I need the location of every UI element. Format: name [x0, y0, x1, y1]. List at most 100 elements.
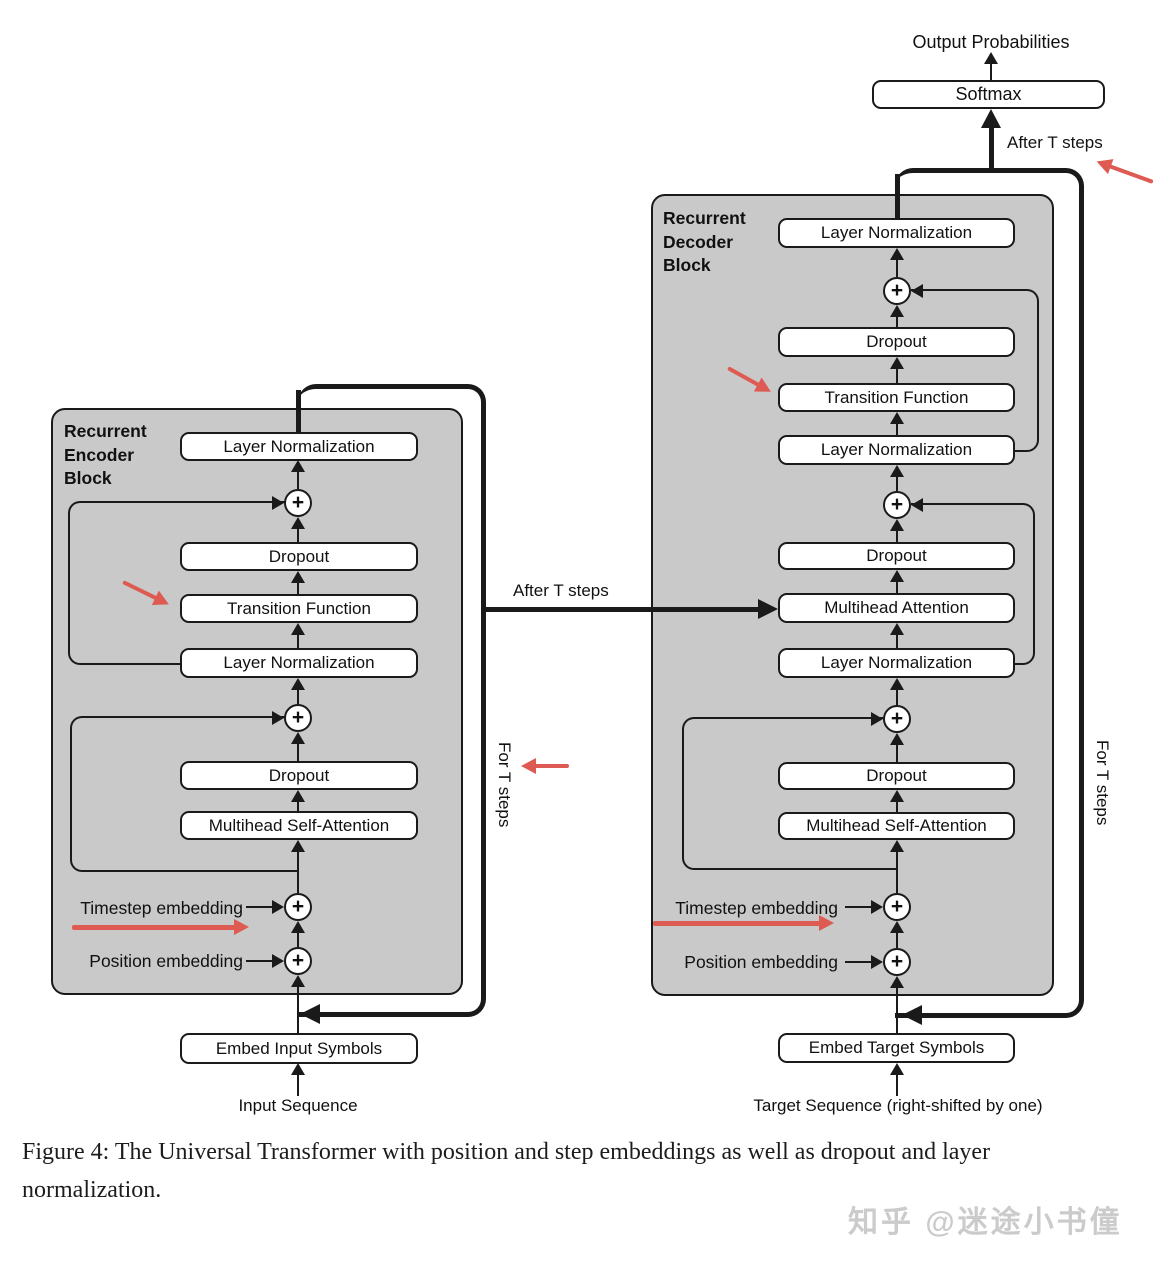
- after-t-steps-branch-arrowhead-icon: [758, 599, 778, 619]
- encoder-dropout-bottom-box: Dropout: [180, 761, 418, 790]
- softmax-box: Softmax: [872, 80, 1105, 109]
- encoder-flow-line: [297, 800, 299, 811]
- encoder-residual-upper-line: [68, 501, 298, 665]
- encoder-flow-line: [297, 470, 299, 489]
- plus-icon: +: [291, 948, 305, 972]
- encoder-layer-norm-top-label: Layer Normalization: [223, 436, 375, 456]
- encoder-self-attention-box: Multihead Self-Attention: [180, 811, 418, 840]
- decoder-block-title: Recurrent Decoder Block: [663, 207, 746, 278]
- encoder-add-timestep: +: [284, 893, 312, 921]
- encoder-position-arrow-line: [246, 960, 274, 962]
- encoder-flow-arrowhead-icon: [291, 571, 305, 583]
- after-t-steps-mid-label: After T steps: [513, 581, 609, 600]
- encoder-dropout-bottom-label: Dropout: [268, 765, 330, 785]
- figure-caption-line1: Figure 4: The Universal Transformer with…: [22, 1139, 991, 1165]
- decoder-position-label: Position embedding: [684, 952, 838, 972]
- decoder-embed-label: Embed Target Symbols: [808, 1038, 985, 1057]
- decoder-embed-box: Embed Target Symbols: [778, 1033, 1015, 1063]
- decoder-flow-arrowhead-icon: [890, 790, 904, 802]
- decoder-layer-norm-bottom-box: Layer Normalization: [778, 648, 1015, 678]
- recurrent-encoder-block: [51, 408, 463, 995]
- decoder-position-arrowhead-icon: [871, 955, 883, 969]
- encoder-add-position: +: [284, 947, 312, 975]
- decoder-add-3: +: [883, 705, 911, 733]
- encoder-loop-arrowhead-icon: [300, 1004, 320, 1024]
- encoder-flow-line: [297, 742, 299, 761]
- encoder-flow-arrowhead-icon: [291, 1063, 305, 1075]
- encoder-flow-line: [297, 850, 299, 893]
- decoder-layer-norm-bottom-label: Layer Normalization: [820, 653, 973, 672]
- encoder-position-arrowhead-icon: [272, 954, 284, 968]
- after-t-steps-top-label: After T steps: [1007, 133, 1103, 152]
- decoder-flow-arrowhead-icon: [890, 840, 904, 852]
- annotation-arrowhead-for-t-steps-icon: [521, 758, 536, 774]
- plus-icon: +: [890, 949, 904, 973]
- decoder-flow-arrowhead-icon: [890, 519, 904, 531]
- decoder-add-timestep: +: [883, 893, 911, 921]
- decoder-flow-arrowhead-icon: [890, 465, 904, 477]
- encoder-title-line3: Block: [64, 468, 112, 488]
- decoder-flow-arrowhead-icon: [890, 623, 904, 635]
- encoder-flow-line: [297, 527, 299, 542]
- encoder-dropout-top-box: Dropout: [180, 542, 418, 571]
- decoder-flow-line: [896, 422, 898, 435]
- encoder-input-label: Input Sequence: [238, 1096, 358, 1115]
- encoder-add-1: +: [284, 489, 312, 517]
- annotation-arrowhead-encoder-timestep-icon: [234, 919, 249, 935]
- decoder-position-arrow-line: [845, 961, 873, 963]
- annotation-arrow-decoder-timestep-line: [653, 921, 821, 926]
- decoder-residual-lower-arrowhead-icon: [871, 712, 883, 726]
- decoder-add-position: +: [883, 948, 911, 976]
- encoder-self-attention-label: Multihead Self-Attention: [208, 815, 390, 835]
- decoder-dropout-bottom-box: Dropout: [778, 762, 1015, 790]
- decoder-loop-arrowhead-icon: [902, 1005, 922, 1025]
- encoder-flow-line: [297, 1073, 299, 1096]
- decoder-flow-line: [896, 633, 898, 648]
- decoder-flow-arrowhead-icon: [890, 733, 904, 745]
- encoder-flow-line: [297, 985, 299, 1033]
- decoder-input-label: Target Sequence (right-shifted by one): [753, 1096, 1043, 1115]
- encoder-flow-arrowhead-icon: [291, 460, 305, 472]
- decoder-flow-line: [896, 743, 898, 762]
- decoder-cross-attention-label: Multihead Attention: [824, 598, 969, 617]
- decoder-timestep-label: Timestep embedding: [675, 898, 838, 918]
- decoder-flow-line: [896, 931, 898, 948]
- decoder-dropout-mid-label: Dropout: [866, 546, 927, 565]
- encoder-timestep-arrowhead-icon: [272, 900, 284, 914]
- decoder-cross-attention-box: Multihead Attention: [778, 593, 1015, 623]
- encoder-timestep-label: Timestep embedding: [80, 898, 243, 918]
- encoder-flow-line: [297, 688, 299, 704]
- decoder-self-attention-box: Multihead Self-Attention: [778, 812, 1015, 840]
- decoder-flow-line: [896, 529, 898, 542]
- decoder-layer-norm-mid-label: Layer Normalization: [820, 440, 973, 459]
- output-probabilities-label: Output Probabilities: [912, 32, 1070, 52]
- decoder-dropout-top-label: Dropout: [866, 332, 927, 351]
- decoder-transition-function-label: Transition Function: [824, 387, 969, 407]
- figure-caption-line2: normalization.: [22, 1177, 162, 1203]
- decoder-timestep-arrow-line: [845, 906, 873, 908]
- encoder-add-2: +: [284, 704, 312, 732]
- encoder-flow-arrowhead-icon: [291, 623, 305, 635]
- encoder-flow-line: [297, 931, 299, 947]
- annotation-arrowhead-icon: [1093, 153, 1114, 175]
- decoder-flow-line: [896, 1073, 898, 1096]
- decoder-add-1: +: [883, 277, 911, 305]
- encoder-transition-function-box: Transition Function: [180, 594, 418, 623]
- encoder-layer-norm-top-box: Layer Normalization: [180, 432, 418, 461]
- decoder-residual-upper-line: [911, 289, 1039, 452]
- encoder-embed-label: Embed Input Symbols: [215, 1038, 383, 1058]
- decoder-timestep-arrowhead-icon: [871, 900, 883, 914]
- plus-icon: +: [291, 894, 305, 918]
- decoder-flow-arrowhead-icon: [890, 248, 904, 260]
- decoder-transition-function-box: Transition Function: [778, 383, 1015, 412]
- decoder-dropout-mid-box: Dropout: [778, 542, 1015, 570]
- encoder-transition-function-label: Transition Function: [227, 598, 371, 618]
- encoder-loop-stub-line: [296, 390, 301, 432]
- decoder-title-line3: Block: [663, 255, 711, 275]
- decoder-loop-line: [895, 168, 1084, 1018]
- encoder-loop-line: [298, 384, 486, 1017]
- decoder-residual-lower-line: [682, 717, 897, 870]
- decoder-flow-line: [896, 986, 898, 1033]
- decoder-residual-mid-arrowhead-icon: [911, 498, 923, 512]
